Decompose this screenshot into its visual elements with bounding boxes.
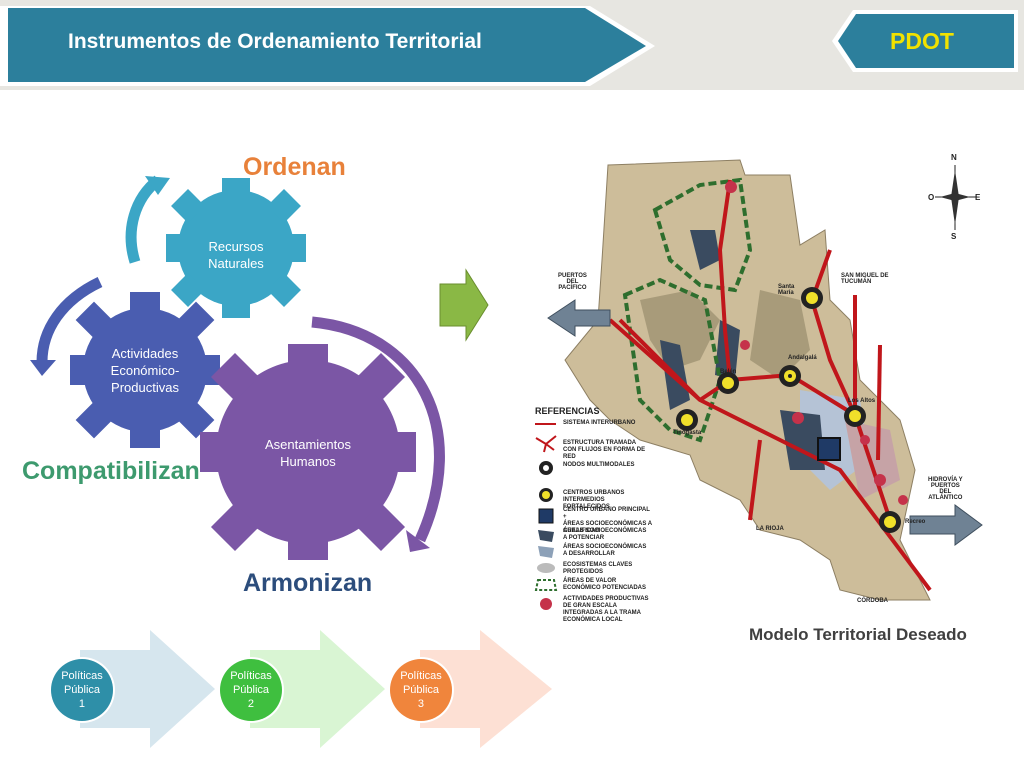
main-urban-center (817, 437, 841, 461)
verb-ordenan: Ordenan (243, 153, 346, 181)
arrow-to-atlantic (909, 504, 983, 546)
policy-circle-2: Políticas Pública 2 (220, 659, 282, 721)
legend-symbols (534, 423, 558, 610)
legend-item-7: ÁREAS SOCIOECONÓMICAS A DESARROLLAR (563, 544, 647, 557)
transition-arrow (439, 268, 489, 342)
verb-armonizan: Armonizan (243, 569, 373, 597)
legend-item-2: ESTRUCTURA TRAMADA CON FLUJOS EN FORMA D… (563, 440, 646, 460)
header-shapes (0, 6, 1018, 86)
gear-actividades-label: Actividades Económico- Productivas (110, 346, 180, 395)
label-recreo: Recreo (905, 519, 926, 525)
compass-n: N (951, 153, 957, 162)
gear-recursos-naturales (166, 178, 306, 318)
arrow-asentamientos-cycle (311, 316, 445, 543)
gear-asentamientos-label: Asentamientos Humanos (265, 437, 351, 469)
compass-o: O (928, 193, 935, 202)
legend-item-10: ACTIVIDADES PRODUCTIVAS DE GRAN ESCALA I… (563, 596, 649, 623)
label-puertos-pacifico: PUERTOS DEL PACÍFICO (558, 273, 587, 291)
arrow-naturales-cycle (125, 175, 162, 264)
policy-arrow-2 (250, 630, 385, 748)
gear-recursos-naturales-label: Recursos Naturales (208, 239, 264, 271)
legend-title: REFERENCIAS (535, 406, 600, 416)
gear-actividades (70, 292, 220, 448)
title-banner (8, 8, 646, 82)
legend-item-3: NODOS MULTIMODALES (563, 462, 635, 468)
label-santa-maria: Santa María (778, 284, 795, 296)
label-cordoba: CÓRDOBA (857, 598, 888, 604)
gear-diagram (30, 175, 445, 560)
label-la-rioja: LA RIOJA (756, 526, 784, 532)
compass-s: S (951, 232, 957, 241)
label-tinogasta: Tinogasta (673, 430, 702, 436)
legend-item-5: CENTRO URBANO PRINCIPAL + ÁREAS SOCIOECO… (563, 507, 652, 534)
compass-icon (935, 165, 977, 230)
policy-arrow-1 (80, 630, 215, 748)
urban-centers (676, 287, 901, 533)
pdot-badge-label: PDOT (890, 28, 954, 54)
legend-item-8: ECOSISTEMAS CLAVES PROTEGIDOS (563, 562, 633, 575)
territorial-map (547, 159, 983, 601)
label-belen: Belén (720, 369, 737, 375)
legend-item-9: ÁREAS DE VALOR ECONÓMICO POTENCIADAS (563, 578, 647, 591)
policy-arrows (80, 630, 552, 748)
compass-e: E (975, 193, 981, 202)
label-hidrovia: HIDROVÍA Y PUERTOS DEL ATLÁNTICO (928, 477, 963, 501)
map-caption: Modelo Territorial Deseado (749, 625, 967, 644)
gear-asentamientos (200, 344, 416, 560)
label-andalgala: Andalgalá (788, 355, 817, 361)
policy-circle-3: Políticas Pública 3 (390, 659, 452, 721)
pdot-badge (838, 14, 1014, 68)
arrow-actividades-cycle (36, 277, 103, 363)
arrow-to-pacific (547, 299, 611, 337)
verb-compatibilizan: Compatibilizan (22, 457, 200, 485)
policy-arrow-3 (420, 630, 552, 748)
legend-item-4: CENTROS URBANOS INTERMEDIOS FORTALECIDOS (563, 490, 625, 510)
legend-item-6: ÁREAS SOCIOECONÓMICAS A POTENCIAR (563, 528, 647, 541)
policy-circle-1: Políticas Pública 1 (51, 659, 113, 721)
legend-item-1: SISTEMA INTERURBANO (563, 420, 636, 426)
page-title: Instrumentos de Ordenamiento Territorial (68, 30, 482, 53)
label-san-miguel: SAN MIGUEL DE TUCUMÁN (841, 273, 889, 285)
label-los-altos: Los Altos (848, 398, 876, 404)
